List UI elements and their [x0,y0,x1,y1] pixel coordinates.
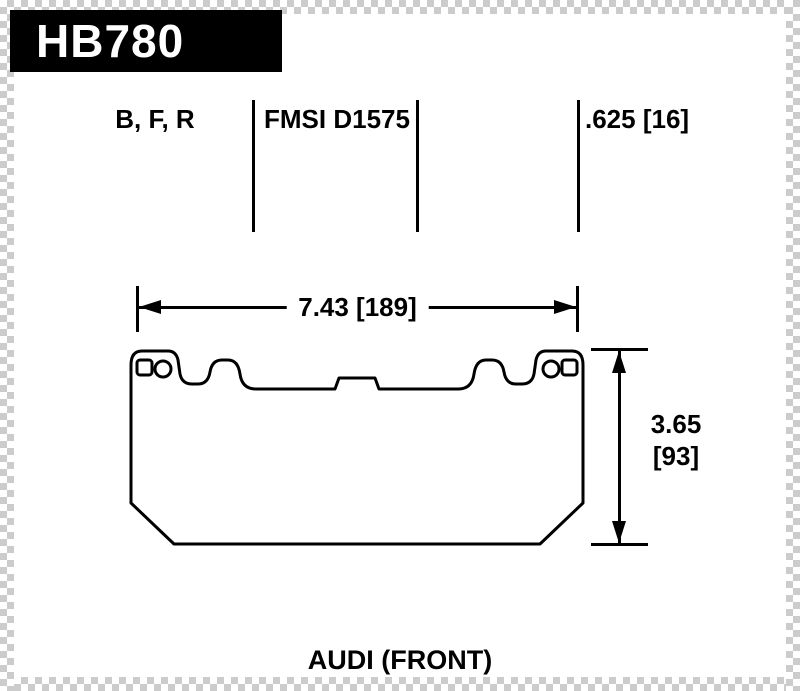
arrow-right-icon [554,300,576,314]
spec-fmsi: FMSI D1575 [264,104,410,134]
brake-pad-outline [129,349,585,546]
part-number: HB780 [36,15,185,67]
arrow-left-icon [139,300,161,314]
height-dimension-mm: [93] [652,441,700,471]
width-dimension-line: 7.43 [189] [139,293,576,321]
arrow-up-icon [612,351,626,373]
height-dimension-line [612,351,626,543]
checker-border-right [786,0,800,691]
part-number-box: HB780 [10,10,282,72]
spec-compounds: B, F, R [115,104,195,134]
mount-hole-round-left [153,359,173,379]
separator-line-3 [577,100,580,232]
spec-thickness: .625 [16] [585,104,690,134]
application-label: AUDI (FRONT) [307,645,493,675]
width-dimension-label: 7.43 [189] [286,293,429,321]
height-dimension-inches: 3.65 [650,409,702,439]
separator-line-2 [416,100,419,232]
height-extension-line-bottom [591,543,648,546]
arrow-down-icon [612,521,626,543]
mount-hole-square-left [135,358,154,377]
checker-border-left [0,0,14,691]
mount-hole-round-right [541,359,561,379]
brake-pad-drawing [129,349,585,546]
mount-hole-square-right [560,358,579,377]
width-extension-line-left [136,286,139,332]
height-extension-line-top [591,348,648,351]
separator-line-1 [252,100,255,232]
height-dimension-label: 3.65 [93] [634,408,718,472]
checker-border-bottom [0,677,800,691]
width-extension-line-right [576,286,579,332]
